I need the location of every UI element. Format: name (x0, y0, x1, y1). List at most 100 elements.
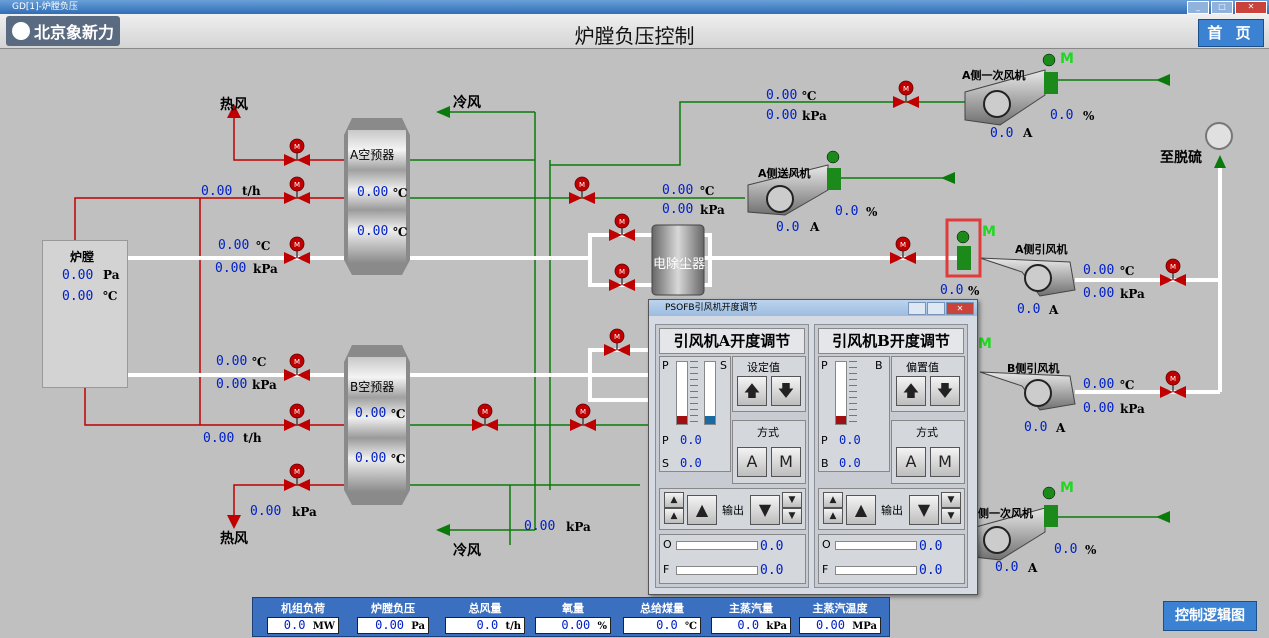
panel-a-auto-button[interactable]: A (737, 447, 767, 477)
valve-a-induced-in-icon (890, 237, 916, 264)
fan-b-primary-motor-m: M (1060, 480, 1074, 496)
panel-b-fast-up-button[interactable]: ▲ (823, 492, 843, 508)
ph-a-temp2-value: 0.00 (357, 224, 388, 239)
panel-b-p-value: 0.0 (839, 433, 861, 447)
valve-esp-a-bot-icon (609, 264, 635, 291)
control-logic-button[interactable]: 控制逻辑图 (1163, 601, 1257, 631)
panel-a-p-value: 0.0 (680, 433, 702, 447)
status-label: 总给煤量 (623, 600, 701, 616)
panel-b-output-down-button[interactable]: ▼ (909, 495, 939, 525)
preheater-a-label: A空预器 (350, 146, 394, 163)
fan-a-primary-label: A侧一次风机 (962, 67, 1026, 83)
valve-a-flue-icon (284, 237, 310, 264)
a-fd-press-unit: kPa (700, 203, 725, 217)
a-in-press-unit: kPa (253, 262, 278, 276)
status-unit: MPa (852, 621, 877, 632)
panel-b-bias-value: 0.0 (839, 456, 861, 470)
panel-a-feedback-box: O 0.0 F 0.0 (659, 534, 806, 584)
panel-a-s-value: 0.0 (680, 456, 702, 470)
panel-a-f-bar (676, 566, 758, 575)
valve-a-induced-out-icon (1160, 259, 1186, 286)
fan-a-induced-opening-unit: % (968, 284, 979, 298)
status-value: 0.00 (375, 618, 404, 632)
panel-b-fast-down2-button[interactable]: ▼ (941, 508, 961, 524)
fan-a-forced-opening-unit: % (866, 205, 877, 219)
fan-b-induced-motor-m: M (978, 336, 992, 352)
panel-b-output-box: ▲ ▲ ▲ 输出 ▼ ▼ ▼ (818, 488, 965, 530)
dialog-close-icon[interactable]: ✕ (946, 302, 974, 315)
hot-bot-press-value: 0.00 (250, 504, 281, 519)
panel-a-output-down-button[interactable]: ▼ (750, 495, 780, 525)
panel-b-bar-right-label: B (875, 359, 883, 372)
panel-a-setpoint-up-button[interactable]: 🡅 (737, 376, 767, 406)
status-coal-feed: 总给煤量0.0 ℃ (623, 600, 701, 634)
ph-a-temp2-unit: ℃ (393, 225, 407, 239)
fan-b-primary-current-unit: A (1028, 561, 1037, 575)
hot-air-bottom-label: 热风 (220, 528, 248, 548)
panel-b-fast-down-button[interactable]: ▼ (941, 492, 961, 508)
cold-bot-press-unit: kPa (566, 520, 591, 534)
dialog-maximize-icon[interactable] (927, 302, 945, 315)
status-value: 0.0 (284, 618, 306, 632)
panel-a-manual-button[interactable]: M (771, 447, 801, 477)
a-top-flow-value: 0.00 (201, 184, 232, 199)
a-in-temp-unit: ℃ (256, 239, 270, 253)
panel-a-bar-left-label: P (662, 359, 669, 372)
fan-b-primary-current: 0.0 (995, 560, 1018, 575)
panel-a-fast-down-button[interactable]: ▼ (782, 492, 802, 508)
a-fd-temp-unit: ℃ (700, 184, 714, 198)
b-bot-flow-value: 0.00 (203, 431, 234, 446)
b-in-press-unit: kPa (252, 378, 277, 392)
panel-b-output-label: 输出 (881, 502, 903, 518)
fan-a-forced-label: A侧送风机 (758, 165, 811, 181)
status-value: 0.0 (737, 618, 759, 632)
panel-a-mode-box: 方式 A M (732, 420, 806, 484)
panel-b-header: 引风机B开度调节 (818, 328, 964, 354)
panel-a-header: 引风机A开度调节 (659, 328, 805, 354)
fan-opening-dialog[interactable]: PSOFB引风机开度调节 ✕ 引风机A开度调节 P S P 0.0 S 0.0 … (648, 299, 978, 595)
panel-a-setpoint-down-button[interactable]: 🡇 (771, 376, 801, 406)
valve-b-induced-out-icon (1160, 371, 1186, 398)
preheater-b-label: B空预器 (350, 378, 394, 395)
panel-b-manual-button[interactable]: M (930, 447, 960, 477)
panel-b-bias-up-button[interactable]: 🡅 (896, 376, 926, 406)
panel-b-auto-button[interactable]: A (896, 447, 926, 477)
panel-b-bias-down-button[interactable]: 🡇 (930, 376, 960, 406)
valve-esp-b-top-icon (604, 329, 630, 356)
status-label: 机组负荷 (267, 600, 339, 616)
fan-a-induced-current-unit: A (1049, 303, 1058, 317)
dialog-minimize-icon[interactable] (908, 302, 926, 315)
panel-a-fast-up-button[interactable]: ▲ (664, 492, 684, 508)
a-in-press-value: 0.00 (215, 261, 246, 276)
panel-a-s-bar (704, 361, 716, 425)
b-in-temp-unit: ℃ (252, 355, 266, 369)
panel-b-feedback-box: O 0.0 F 0.0 (818, 534, 965, 584)
panel-a-fast-up2-button[interactable]: ▲ (664, 508, 684, 524)
panel-b-output-up-button[interactable]: ▲ (846, 495, 876, 525)
panel-b-p-label: P (821, 434, 828, 447)
a-pri-press-value: 0.00 (766, 108, 797, 123)
panel-a-fast-down2-button[interactable]: ▼ (782, 508, 802, 524)
cold-air-bottom-label: 冷风 (453, 540, 481, 560)
dialog-titlebar[interactable]: PSOFB引风机开度调节 ✕ (649, 300, 977, 316)
a-fd-temp-value: 0.00 (662, 183, 693, 198)
panel-b-mode-label: 方式 (916, 424, 938, 440)
furnace-label: 炉膛 (70, 248, 94, 265)
ph-b-temp1-value: 0.00 (355, 406, 386, 421)
status-value: 0.00 (561, 618, 590, 632)
a-id-press-unit: kPa (1120, 287, 1145, 301)
panel-fan-a: 引风机A开度调节 P S P 0.0 S 0.0 设定值 🡅 🡇 方式 A M … (655, 324, 809, 588)
a-in-temp-value: 0.00 (218, 238, 249, 253)
panel-a-output-up-button[interactable]: ▲ (687, 495, 717, 525)
status-unit: kPa (766, 621, 787, 632)
valve-a-top-flow-icon (284, 177, 310, 204)
status-main-steam-flow: 主蒸汽量0.0 kPa (711, 600, 791, 634)
fan-a-primary-current-unit: A (1023, 126, 1032, 140)
esp-label: 电除尘器 (653, 253, 705, 272)
panel-a-scale (690, 361, 698, 423)
fan-a-primary-opening-unit: % (1083, 109, 1094, 123)
ph-a-temp1-value: 0.00 (357, 185, 388, 200)
bottom-status-bar: 机组负荷0.0 MW 炉膛负压0.00 Pa 总风量0.0 t/h 氧量0.00… (252, 597, 890, 637)
status-unit: MW (313, 621, 335, 632)
panel-b-fast-up2-button[interactable]: ▲ (823, 508, 843, 524)
